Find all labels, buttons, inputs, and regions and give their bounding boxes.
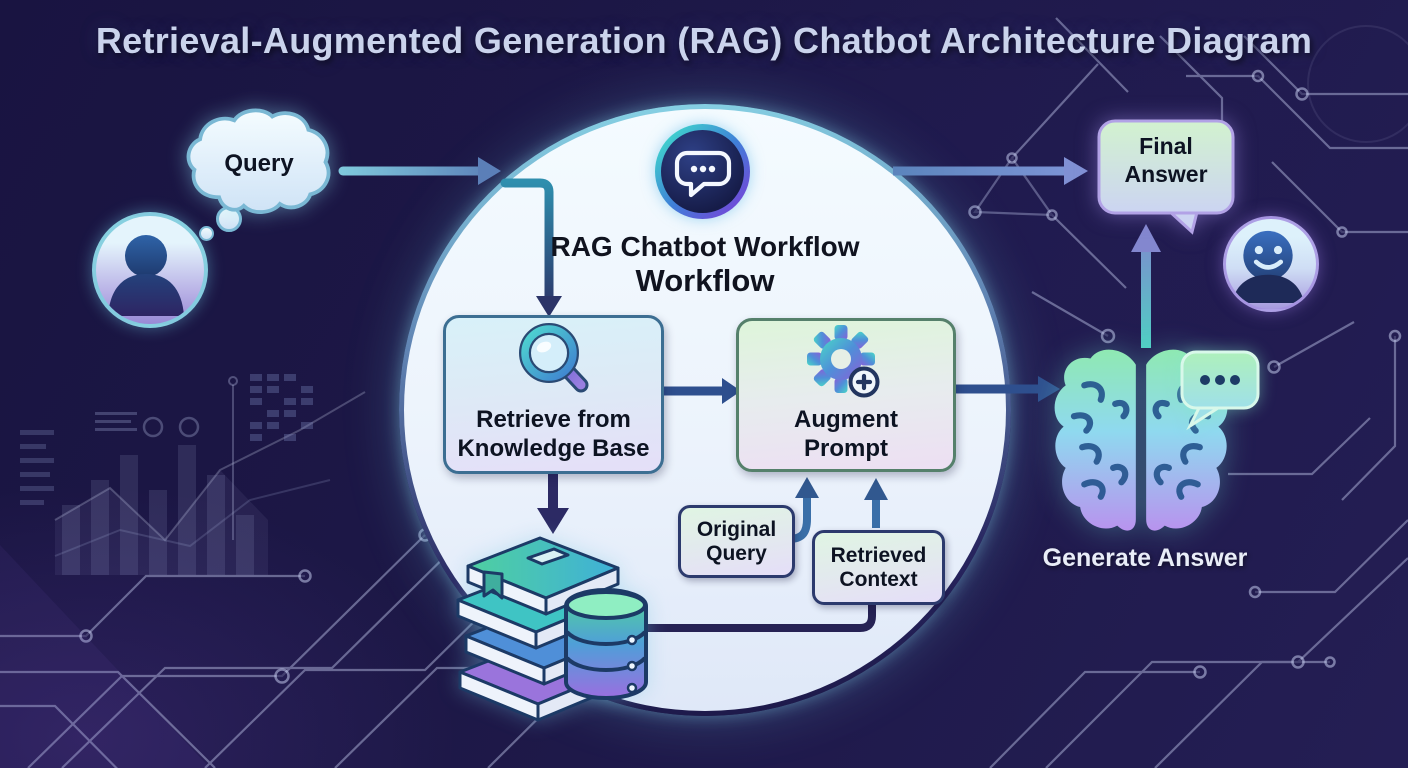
- generate-answer-label: Generate Answer: [1042, 544, 1248, 572]
- page-title: Retrieval-Augmented Generation (RAG) Cha…: [95, 20, 1313, 61]
- retrieve-label-line1: Retrieve from: [476, 406, 631, 433]
- generate-to-final-answer-arrow: [1131, 224, 1161, 348]
- plus-badge: [848, 366, 880, 398]
- workflow-heading: RAG Chatbot Workflow Workflow: [485, 231, 925, 299]
- augment-label-line1: Augment: [794, 406, 898, 433]
- database-icon: [564, 588, 648, 700]
- knowledge-to-context-connector: [640, 599, 876, 632]
- retrieve-to-knowledge-arrow: [537, 470, 569, 534]
- smiley-avatar-icon: [1223, 216, 1319, 312]
- retrieve-label-line2: Knowledge Base: [457, 435, 650, 462]
- retrieve-to-augment-arrow: [662, 378, 741, 404]
- retrieved-context-line1: Retrieved: [830, 543, 927, 567]
- cloud-shape: [186, 108, 331, 214]
- person-avatar-icon: [92, 212, 208, 328]
- original-query-line2: Query: [706, 541, 767, 565]
- query-to-workflow-arrow: [338, 157, 501, 185]
- gear-plus-icon: [807, 325, 880, 398]
- original-query-node: Original Query: [678, 505, 795, 578]
- retrieve-knowledge-node: Retrieve from Knowledge Base: [443, 315, 664, 474]
- search-icon: [518, 323, 588, 393]
- augment-to-generate-arrow: [953, 376, 1060, 402]
- query-label: Query: [224, 150, 294, 177]
- faint-chart-decoration: [20, 374, 366, 575]
- retrieved-context-line2: Context: [839, 567, 918, 591]
- workflow-to-final-answer-arrow: [893, 157, 1088, 185]
- original-query-line1: Original: [696, 517, 777, 541]
- retrieved-context-node: Retrieved Context: [812, 530, 945, 605]
- workflow-entry-elbow-arrow: [500, 178, 562, 317]
- final-answer-line1: Final: [1139, 133, 1193, 159]
- final-answer-line2: Answer: [1124, 161, 1208, 187]
- augment-label-line2: Prompt: [804, 435, 888, 462]
- thought-bubble-small: [199, 226, 214, 241]
- speech-dots-icon: [1180, 350, 1260, 431]
- workflow-heading-line1: RAG Chatbot Workflow: [550, 231, 860, 262]
- augment-prompt-node: Augment Prompt: [736, 318, 956, 472]
- retrieved-context-up-arrow: [864, 478, 888, 528]
- workflow-heading-line2: Workflow: [635, 263, 775, 298]
- books-database-icon: [456, 536, 648, 722]
- final-answer-bubble: Final Answer: [1096, 118, 1236, 236]
- chat-bubble-dots-icon: [655, 124, 750, 219]
- query-thought-cloud: Query: [183, 106, 335, 222]
